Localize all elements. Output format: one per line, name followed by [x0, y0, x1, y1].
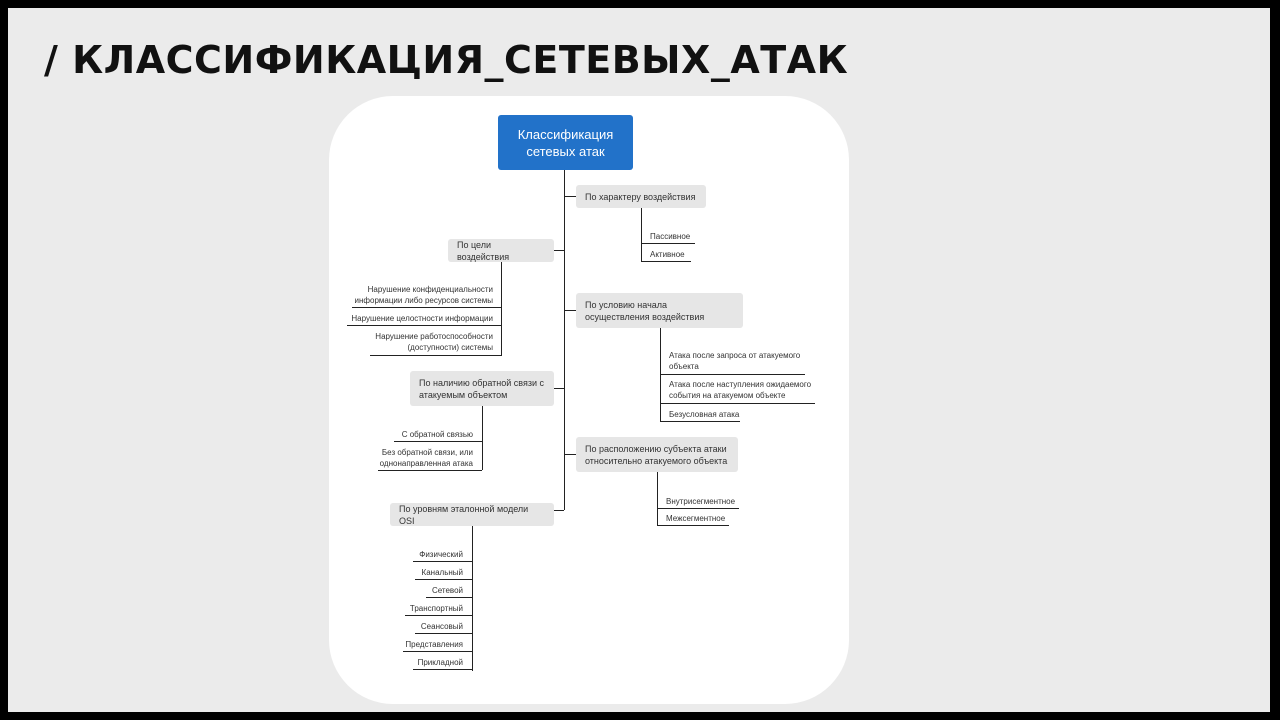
leaf-underline: [352, 307, 502, 308]
category-node: По наличию обратной связи с атакуемым об…: [410, 371, 554, 406]
connector: [564, 310, 576, 311]
main-spine: [564, 170, 565, 510]
leaf-item: Канальный: [421, 568, 463, 577]
category-node: По характеру воздействия: [576, 185, 706, 208]
root-label: Классификация сетевых атак: [517, 126, 614, 159]
leaf-item: Нарушение работоспособности (доступности…: [375, 332, 493, 352]
leaf-underline: [403, 651, 472, 652]
leaf-item: Нарушение целостности информации: [351, 314, 493, 323]
leaf-item: Нарушение конфиденциальности информации …: [354, 285, 493, 305]
leaf-item: Представления: [405, 640, 463, 649]
slide: / КЛАССИФИКАЦИЯ_СЕТЕВЫХ_АТАК: [8, 8, 1270, 712]
leaf-underline: [394, 441, 482, 442]
leaf-item: Безусловная атака: [669, 410, 740, 419]
leaf-item: Атака после запроса от атакуемого объект…: [669, 351, 801, 371]
leaf-underline: [660, 421, 740, 422]
leaf-underline: [405, 615, 472, 616]
leaf-item: Физический: [419, 550, 463, 559]
branch-line: [641, 208, 642, 262]
leaf-item: Без обратной связи, или однонаправленная…: [379, 448, 473, 468]
leaf-underline: [426, 597, 472, 598]
leaf-underline: [415, 633, 472, 634]
category-node: По условию начала осуществления воздейст…: [576, 293, 743, 328]
leaf-item: Атака после наступления ожидаемого событ…: [669, 380, 812, 400]
leaf-underline: [660, 403, 815, 404]
slide-title: / КЛАССИФИКАЦИЯ_СЕТЕВЫХ_АТАК: [44, 38, 849, 82]
category-node: По расположению субъекта атаки относител…: [576, 437, 738, 472]
leaf-item: Межсегментное: [666, 514, 726, 523]
leaf-underline: [415, 579, 472, 580]
leaf-underline: [641, 261, 691, 262]
leaf-item: Активное: [650, 250, 685, 259]
connector: [564, 454, 576, 455]
leaf-underline: [657, 525, 729, 526]
branch-line: [472, 526, 473, 671]
connector: [554, 510, 564, 511]
root-node: Классификация сетевых атак: [498, 115, 633, 170]
leaf-underline: [641, 243, 695, 244]
leaf-item: Внутрисегментное: [666, 497, 736, 506]
connector: [564, 196, 576, 197]
connector: [554, 388, 564, 389]
leaf-underline: [347, 325, 502, 326]
leaf-underline: [413, 669, 472, 670]
leaf-underline: [370, 355, 502, 356]
leaf-item: Прикладной: [417, 658, 463, 667]
leaf-underline: [378, 470, 482, 471]
leaf-item: Транспортный: [409, 604, 463, 613]
leaf-item: Сетевой: [431, 586, 463, 595]
leaf-item: С обратной связью: [401, 430, 473, 439]
category-node: По уровням эталонной модели OSI: [390, 503, 554, 526]
leaf-underline: [660, 374, 805, 375]
branch-line: [501, 262, 502, 356]
branch-line: [482, 406, 483, 470]
leaf-underline: [657, 508, 739, 509]
leaf-item: Сеансовый: [420, 622, 463, 631]
branch-line: [657, 472, 658, 526]
category-node: По цели воздействия: [448, 239, 554, 262]
leaf-item: Пассивное: [650, 232, 691, 241]
leaf-underline: [413, 561, 472, 562]
connector: [554, 250, 564, 251]
